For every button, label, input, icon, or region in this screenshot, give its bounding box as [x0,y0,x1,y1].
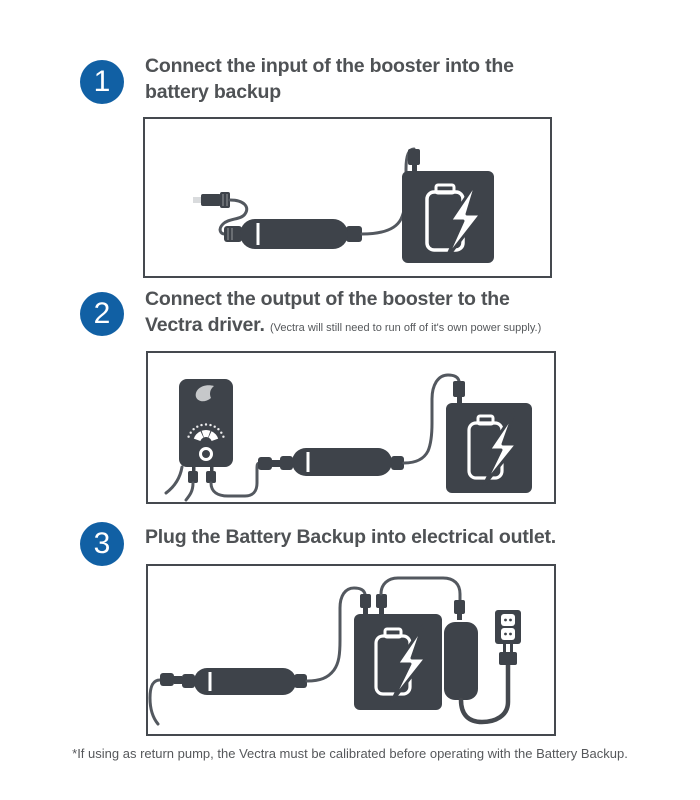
driver-dial-dots [187,423,225,438]
wall-plug-icon [499,644,517,665]
step-3-diagram-box [146,564,556,736]
step-2-number-badge: 2 [80,292,124,336]
step-1-heading-line1: Connect the input of the booster into th… [145,55,514,77]
audio-jack-icon [453,381,465,403]
booster-illustration [280,448,404,476]
step-2-note: (Vectra will still need to run off of it… [269,322,542,334]
audio-jack-icon [188,471,198,483]
cable [402,373,461,465]
power-adapter-illustration [444,622,478,700]
booster-illustration [224,219,362,249]
audio-jack-icon [210,467,214,471]
cable [209,461,262,498]
lightning-bolt-icon [482,411,519,487]
step-2-heading-line2: Vectra driver. (Vectra will still need t… [145,314,542,336]
step-number: 3 [93,527,111,560]
cable [164,465,184,495]
step-1-heading-line2: battery backup [145,81,281,103]
booster-illustration [182,668,307,695]
lightning-bolt-icon [444,179,483,261]
step-2-diagram-box [146,351,556,504]
audio-jack-icon [360,594,371,614]
audio-jack-icon [258,457,280,470]
driver-gauge-icon [193,430,219,441]
power-cord [458,662,511,725]
cable [305,586,367,683]
audio-jack-icon [192,467,196,471]
lightning-bolt-icon [390,624,428,703]
cable [379,576,462,602]
cable [184,481,195,502]
step-number: 2 [93,297,111,330]
cable [148,678,162,726]
audio-jack-icon [206,471,216,483]
step-3-heading: Plug the Battery Backup into electrical … [145,524,625,550]
step-1-heading: Connect the input of the booster into th… [145,53,625,105]
battery-backup-illustration [446,403,532,493]
step-number: 1 [93,65,111,98]
audio-jack-icon [376,594,387,614]
step-3-illustration [148,576,521,726]
step-2-heading-line1: Connect the output of the booster to the [145,288,510,310]
driver-logo-icon [195,385,214,402]
cable [218,198,249,236]
dc-barrel-plug-icon [193,192,230,208]
battery-backup-illustration [402,171,494,263]
vectra-driver-illustration [179,379,233,483]
step-2-illustration [164,373,532,502]
footnote: *If using as return pump, the Vectra mus… [72,746,628,761]
step-3-heading-line1: Plug the Battery Backup into electrical … [145,526,557,548]
step-3-number-badge: 3 [80,522,124,566]
step-1-diagram-box [143,117,552,278]
audio-jack-icon [408,149,420,172]
step-2-heading: Connect the output of the booster to the… [145,286,625,341]
driver-knob-icon [199,447,213,461]
step-1-illustration [193,147,494,263]
wall-outlet-icon [495,610,521,644]
audio-jack-icon [160,673,182,686]
step-1-number-badge: 1 [80,60,124,104]
battery-backup-illustration [354,614,442,710]
audio-jack-icon [454,600,465,620]
